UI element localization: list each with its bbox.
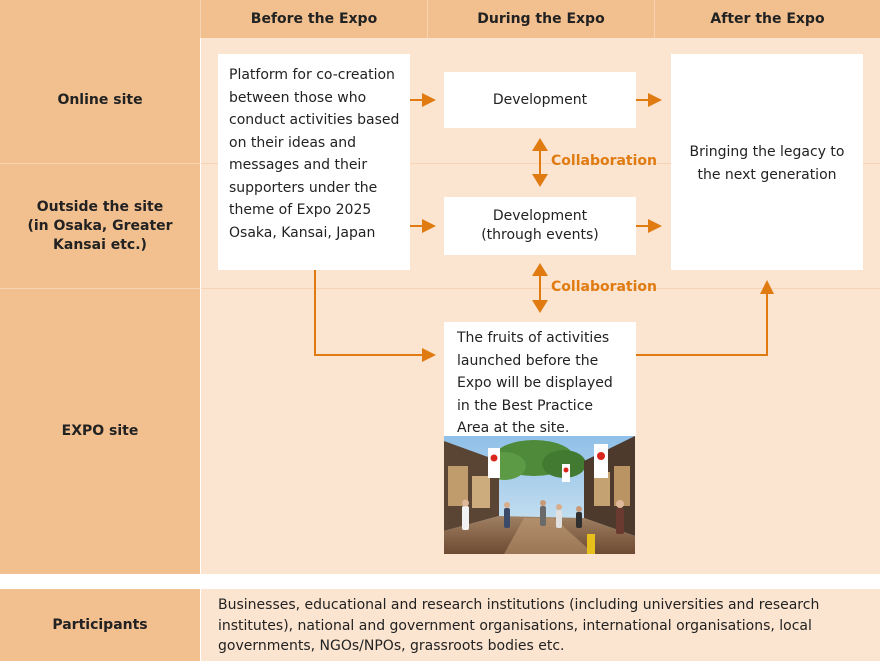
arrow-fruits-to-legacy: [636, 280, 774, 356]
participants-body: Businesses, educational and research ins…: [201, 589, 880, 661]
arrow-platform-to-fruits: [314, 270, 436, 362]
development-online-box: Development: [444, 72, 636, 128]
label-separator: [0, 163, 200, 164]
arrow-platform-to-events: [410, 219, 436, 233]
legacy-box: Bringing the legacy to the next generati…: [671, 54, 863, 270]
collaboration-label-upper: Collaboration: [551, 153, 658, 169]
arrow-online-to-legacy: [636, 93, 662, 107]
arrow-collaboration-upper: [532, 138, 548, 187]
fruits-box: The fruits of activities launched before…: [444, 322, 636, 436]
platform-box: Platform for co-creation between those w…: [218, 54, 410, 270]
column-header-during: During the Expo: [477, 11, 605, 27]
arrow-collaboration-lower: [532, 263, 548, 313]
row-label-expo: EXPO site: [0, 289, 200, 574]
development-events-box: Development (through events): [444, 197, 636, 255]
arrow-events-to-legacy: [636, 219, 662, 233]
row-label-online: Online site: [0, 38, 200, 163]
participants-text: Businesses, educational and research ins…: [218, 597, 820, 654]
collaboration-label-lower: Collaboration: [551, 279, 658, 295]
arrow-platform-to-online: [410, 93, 436, 107]
column-header-after: After the Expo: [710, 11, 825, 27]
label-separator: [0, 288, 200, 289]
header-separator: [427, 0, 428, 38]
column-header-before: Before the Expo: [250, 11, 378, 27]
header-separator: [654, 0, 655, 38]
header-separator: [200, 0, 201, 38]
platform-text: Platform for co-creation between those w…: [229, 67, 400, 241]
row-label-outside: Outside the site (in Osaka, Greater Kans…: [0, 164, 200, 288]
best-practice-area-photo: [444, 436, 635, 554]
row-label-participants: Participants: [0, 589, 200, 661]
header-band: [0, 0, 880, 38]
